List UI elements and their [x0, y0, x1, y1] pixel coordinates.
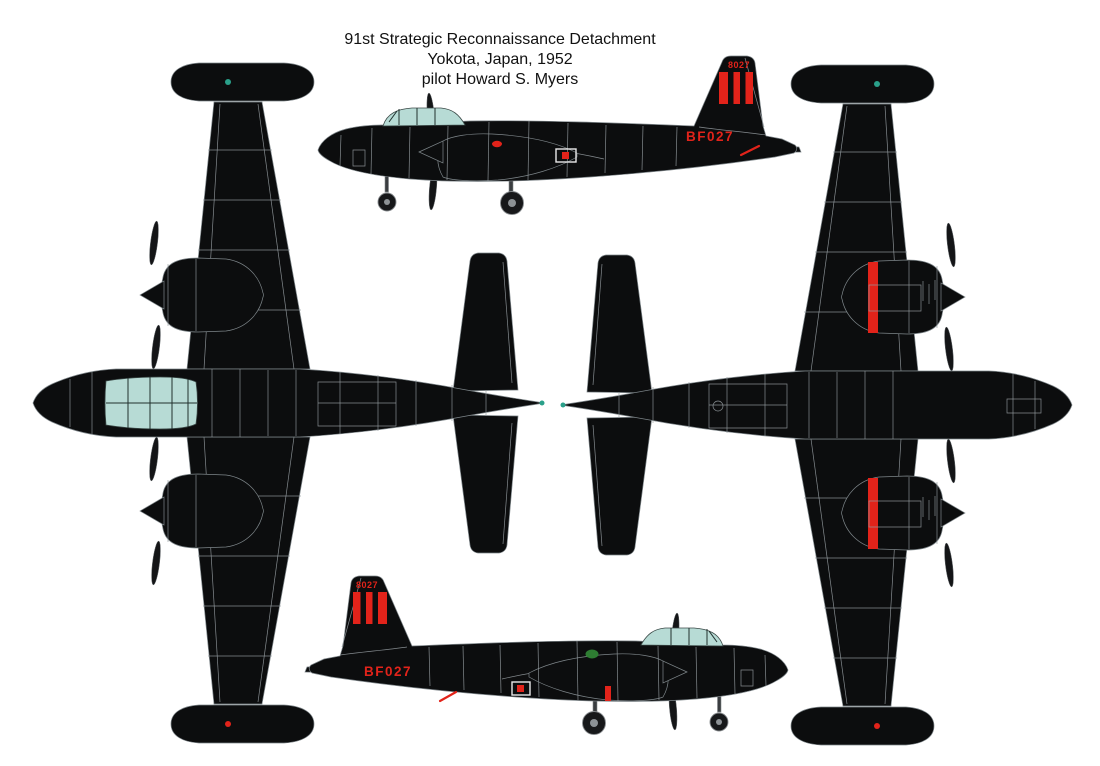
side-profile-right-markings: 8027 BF027 [353, 580, 611, 703]
upper-spinner [139, 280, 165, 310]
spinner-side [418, 140, 444, 164]
tail-stripe-slit [360, 592, 366, 624]
upper-stabilizer [452, 252, 519, 392]
lower-tip-tank [170, 704, 315, 744]
propeller-blade [149, 436, 159, 482]
bottom-plan-view [560, 64, 1073, 746]
caption-line-unit: 91st Strategic Reconnaissance Detachment [344, 31, 656, 48]
fuselage-buzz-code: BF027 [364, 664, 412, 679]
wingtip-tanks [170, 62, 315, 744]
red-antenna-slash [739, 144, 761, 157]
upper-nacelle [160, 257, 264, 333]
plan-stabilizers [452, 252, 519, 554]
tail-stripe-slit [740, 72, 746, 104]
nacelle-wheel-well [868, 500, 922, 528]
engine-nacelles [139, 220, 264, 586]
caption-line-location: Yokota, Japan, 1952 [427, 51, 573, 68]
tail-stripe-slit [728, 72, 734, 104]
fuselage-green-disc [585, 649, 599, 659]
nose-gear-well [1006, 398, 1042, 414]
nacelle-red-band [868, 262, 878, 333]
data-block-red [562, 152, 569, 159]
canopy-frames [106, 377, 197, 429]
data-block-red [517, 685, 524, 692]
propeller-blade [151, 324, 161, 370]
tail-stripe-box [353, 592, 387, 624]
side-profile-airframe [317, 55, 802, 215]
red-antenna-slash [438, 690, 458, 703]
fin-tail-code: 8027 [728, 60, 750, 70]
nacelle-red-band [868, 478, 878, 549]
nose-wheel-hub [384, 199, 390, 205]
bottom-view-extra-details [712, 262, 1042, 549]
canopy-side [382, 107, 466, 127]
lower-stabilizer [452, 414, 519, 554]
propeller-blade [149, 220, 159, 266]
tail-stripe-box [719, 72, 753, 104]
data-block-marking [511, 681, 531, 696]
nacelle-wheel-well [868, 284, 922, 312]
upper-tip-tank [170, 62, 315, 102]
side-panel-lines [339, 57, 767, 182]
fuselage-buzz-code: BF027 [686, 129, 734, 144]
lower-spinner [139, 496, 165, 526]
side-profile-facing-left: 8027 BF027 [317, 55, 802, 215]
red-band-marking [605, 686, 611, 701]
nav-light-teal [225, 79, 231, 85]
caption-line-pilot: pilot Howard S. Myers [421, 71, 579, 88]
nav-light-red [225, 721, 231, 727]
main-wheel-hub [508, 199, 516, 207]
propeller-blade [151, 540, 161, 586]
cockpit-canopy-plan [104, 376, 198, 430]
side-profile-facing-right: 8027 BF027 [304, 575, 789, 735]
tail-light [539, 400, 545, 406]
camera-port [712, 400, 724, 412]
caption-block: 91st Strategic Reconnaissance Detachment… [250, 30, 750, 90]
lower-nacelle [160, 473, 264, 549]
top-plan-view [32, 62, 545, 744]
tail-stripe-slit [372, 592, 378, 624]
canopy-side-frames [388, 108, 436, 125]
stencil-marks [922, 280, 936, 520]
fin-tail-code: 8027 [356, 580, 378, 590]
fuselage-panel-lines [69, 369, 487, 437]
fuselage-red-disc [492, 140, 502, 148]
data-block-marking [555, 148, 577, 163]
side-profile-left-markings: 8027 BF027 [492, 60, 761, 163]
nacelle-side [437, 133, 578, 182]
